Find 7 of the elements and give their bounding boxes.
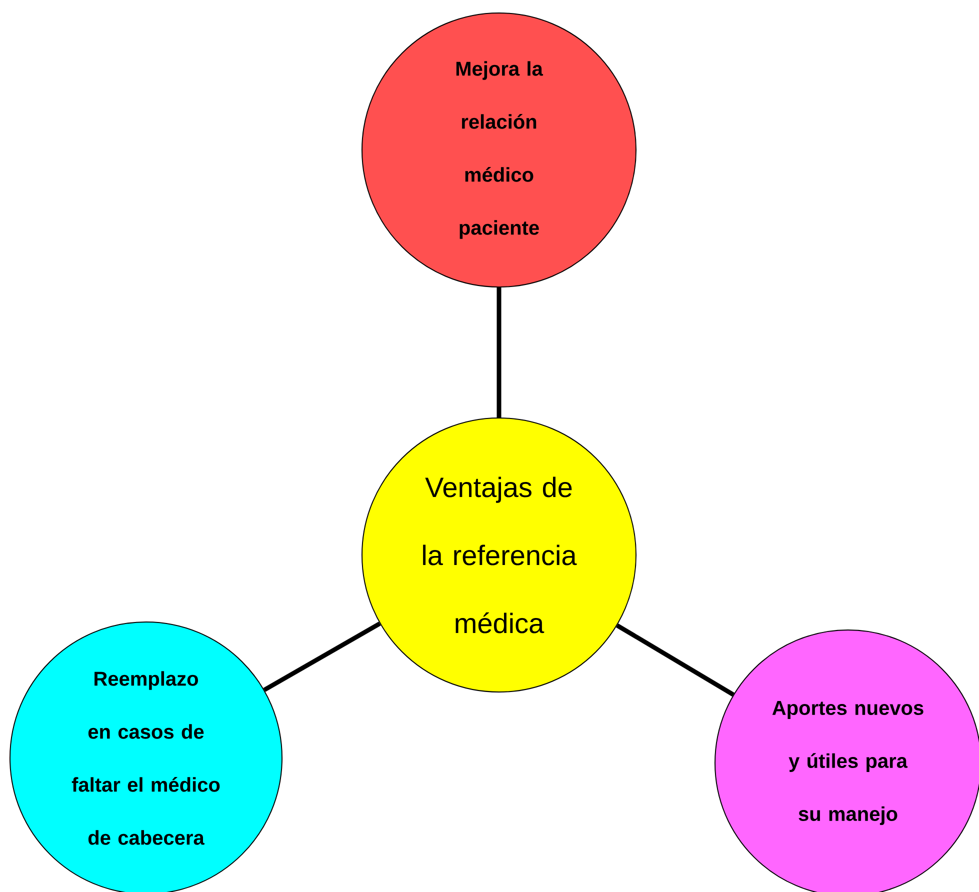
connector-line <box>616 623 734 697</box>
circle-node: Aportes nuevos y útiles para su manejo <box>714 630 979 892</box>
circle-node: Mejora la relación médico paciente <box>362 12 636 288</box>
connector-line <box>263 622 381 692</box>
circle-node: Reemplazo en casos de faltar el médico de cabecera <box>10 622 282 892</box>
circle-node: Ventajas de la referencia médica <box>362 418 636 692</box>
connector-line <box>496 288 502 418</box>
